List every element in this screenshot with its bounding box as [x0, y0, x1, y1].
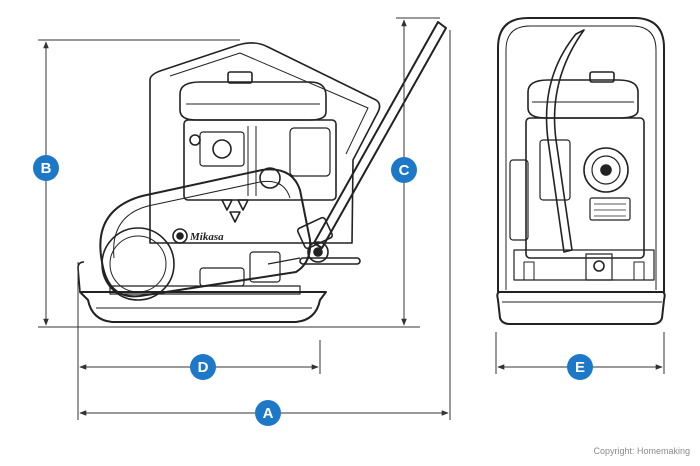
dimension-label-c: C: [399, 162, 410, 179]
handle: [313, 21, 447, 249]
front-base-plate: [496, 291, 666, 325]
dimension-badge-b: B: [33, 155, 59, 181]
dimension-label-e: E: [575, 359, 585, 376]
side-view-compactor: Mikasa: [77, 21, 447, 323]
dimension-badge-c: C: [391, 157, 417, 183]
dimension-badge-d: D: [190, 354, 216, 380]
dimension-badge-e: E: [567, 354, 593, 380]
dimension-label-a: A: [263, 405, 274, 422]
recoil-starter: [583, 147, 629, 193]
base-plate: [79, 291, 327, 323]
front-handle: [545, 29, 585, 253]
belt-cover: [99, 168, 312, 298]
pulley: [101, 227, 175, 301]
dimension-badge-a: A: [255, 400, 281, 426]
dimension-label-d: D: [198, 359, 209, 376]
engine-block: [183, 119, 337, 201]
copyright-text: Copyright: Homemaking: [593, 446, 690, 456]
dimension-label-b: B: [41, 160, 52, 177]
guard-frame: [149, 42, 381, 244]
brand-logo-text: Mikasa: [189, 231, 224, 243]
fuel-tank: [179, 81, 327, 121]
front-view-compactor: [496, 17, 666, 325]
front-frame: [497, 17, 665, 292]
